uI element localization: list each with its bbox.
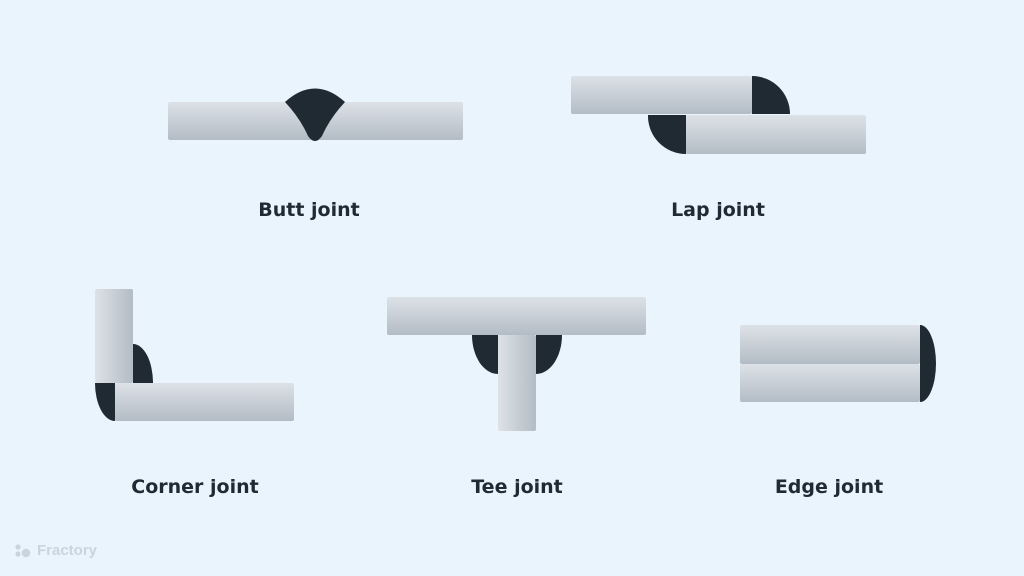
butt-joint-figure [168, 88, 463, 141]
lap-joint-figure [571, 76, 866, 154]
butt-joint-weld [285, 88, 345, 141]
lap-joint-weld-top [752, 76, 790, 114]
corner-joint-label: Corner joint [131, 476, 259, 498]
corner-joint-weld-outer [95, 383, 115, 421]
butt-joint-plate-left [168, 102, 315, 140]
tee-joint-figure [387, 297, 646, 431]
tee-joint-plate-horizontal [387, 297, 646, 335]
butt-joint-plate-right [315, 102, 463, 140]
butt-joint-label: Butt joint [258, 199, 360, 221]
edge-joint-figure [740, 325, 936, 402]
lap-joint-label: Lap joint [671, 199, 765, 221]
edge-joint-weld [920, 325, 936, 402]
watermark-text: Fractory [37, 542, 98, 559]
tee-joint-weld-right [536, 335, 562, 374]
edge-joint-plate-bottom [740, 364, 920, 402]
tee-joint-label: Tee joint [471, 476, 563, 498]
corner-joint-figure [95, 289, 294, 421]
lap-joint-weld-bottom [647, 115, 686, 154]
edge-joint-label: Edge joint [774, 476, 884, 498]
tee-joint-plate-vertical [498, 335, 536, 431]
tee-joint-weld-left [472, 335, 498, 374]
lap-joint-plate-bottom [686, 115, 866, 154]
edge-joint-plate-top [740, 325, 920, 364]
corner-joint-plate-vertical [95, 289, 133, 383]
lap-joint-plate-top [571, 76, 752, 114]
corner-joint-weld-inner [133, 344, 153, 383]
corner-joint-plate-horizontal [115, 383, 294, 421]
fractory-logo-icon [15, 543, 31, 557]
fractory-watermark: Fractory [14, 542, 97, 559]
